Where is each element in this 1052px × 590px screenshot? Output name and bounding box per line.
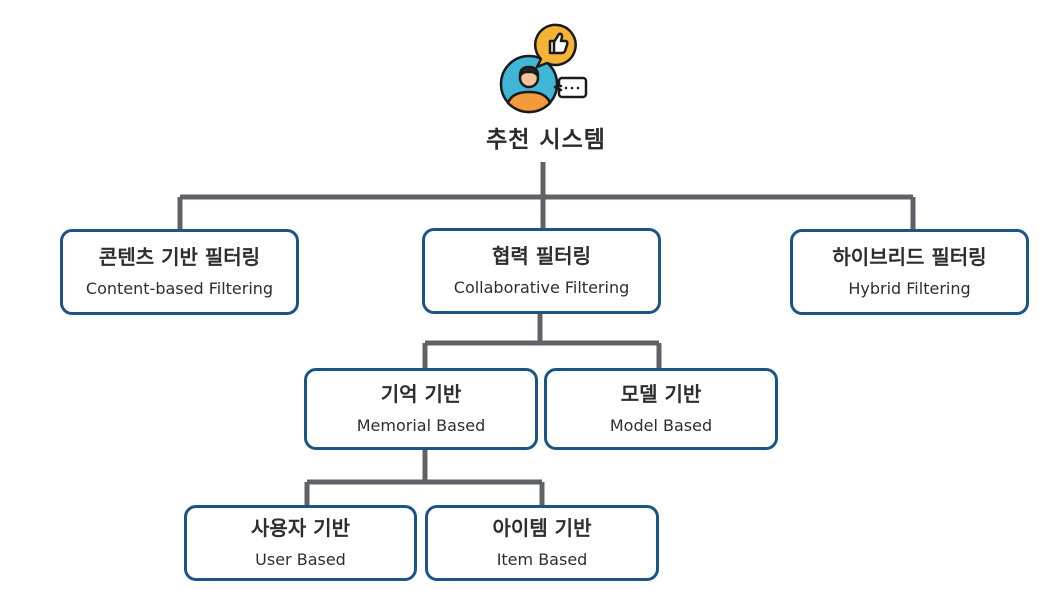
thumbs-up-icon <box>548 32 569 55</box>
node-content-based-filtering: 콘텐츠 기반 필터링 Content-based Filtering <box>60 229 299 315</box>
root-title: 추천 시스템 <box>486 127 606 153</box>
icon-shirt <box>506 90 552 114</box>
node-title-en: Collaborative Filtering <box>453 278 630 297</box>
node-hybrid-filtering: 하이브리드 필터링 Hybrid Filtering <box>790 229 1029 315</box>
node-title-en: User Based <box>255 550 346 569</box>
icon-chat-tail <box>553 84 563 92</box>
node-title-ko: 기억 기반 <box>380 382 462 406</box>
node-collaborative-filtering: 협력 필터링 Collaborative Filtering <box>422 228 661 314</box>
node-user-based: 사용자 기반 User Based <box>184 505 417 581</box>
connector-lines <box>177 162 916 507</box>
node-title-en: Memorial Based <box>356 416 486 435</box>
node-title-en: Content-based Filtering <box>85 279 274 298</box>
node-title-ko: 협력 필터링 <box>492 244 591 268</box>
icon-chat-dot <box>576 86 580 90</box>
node-title-ko: 콘텐츠 기반 필터링 <box>98 245 261 269</box>
icon-hair <box>518 65 540 78</box>
node-title-ko: 모델 기반 <box>620 382 702 406</box>
node-title-ko: 아이템 기반 <box>492 516 592 540</box>
node-item-based: 아이템 기반 Item Based <box>425 505 659 581</box>
node-title-ko: 사용자 기반 <box>251 516 350 540</box>
node-title-ko: 하이브리드 필터링 <box>832 245 987 269</box>
icon-chat-dot <box>570 86 574 90</box>
node-title-en: Hybrid Filtering <box>848 279 971 298</box>
node-memory-based: 기억 기반 Memorial Based <box>304 368 538 450</box>
node-title-en: Model Based <box>609 416 713 435</box>
node-model-based: 모델 기반 Model Based <box>544 368 778 450</box>
node-title-en: Item Based <box>496 550 588 569</box>
icon-chat-dot <box>564 86 568 90</box>
recommendation-user-icon <box>499 23 588 114</box>
